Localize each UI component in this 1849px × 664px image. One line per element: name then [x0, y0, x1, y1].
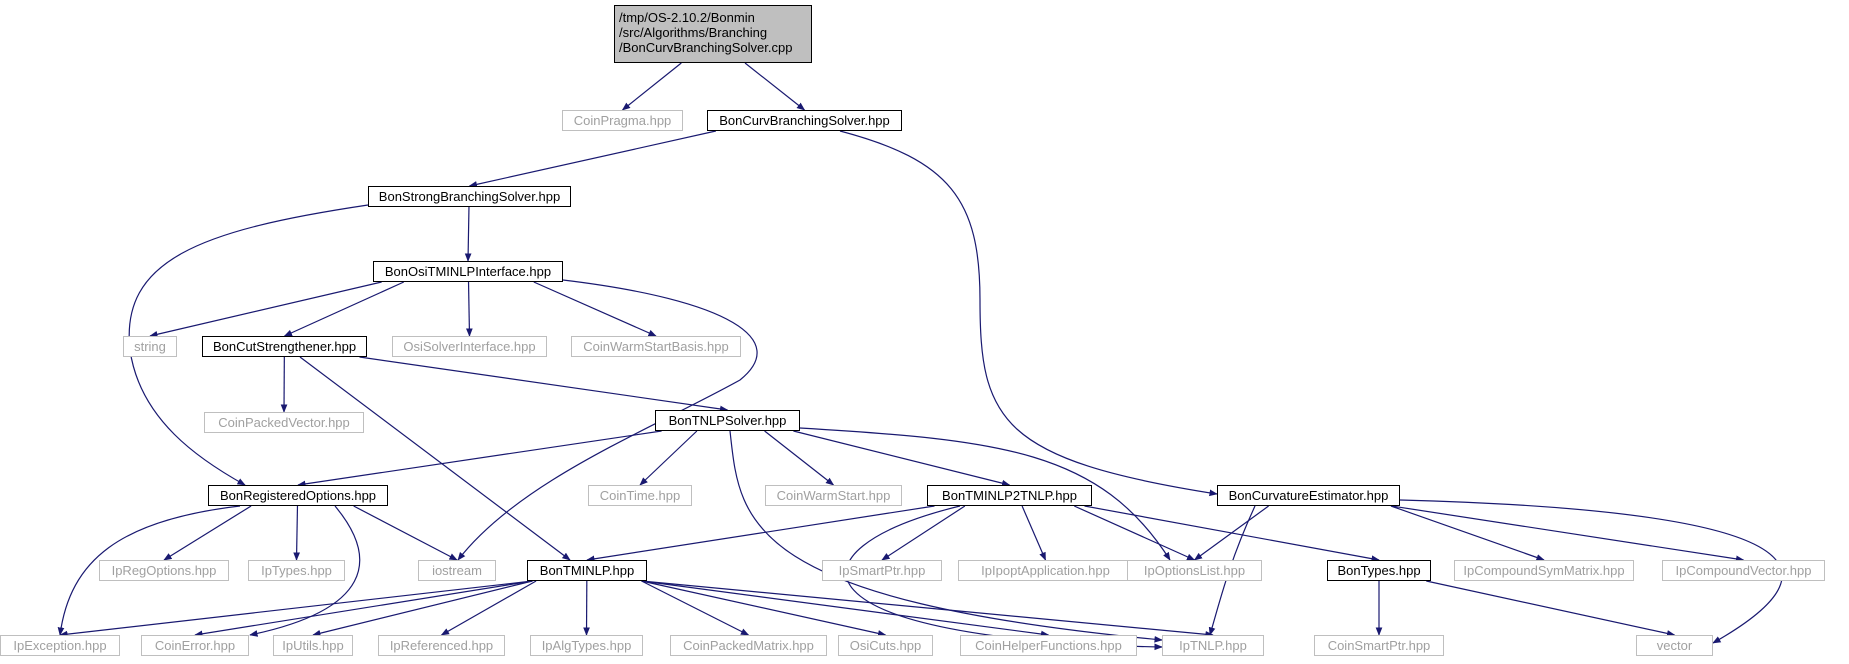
node-ipipoptapplication: IpIpoptApplication.hpp — [958, 560, 1133, 581]
node-osicuts: OsiCuts.hpp — [838, 635, 933, 656]
edge-bontminlp-to-ipreferenced — [440, 580, 537, 636]
node-ipcompoundvector: IpCompoundVector.hpp — [1662, 560, 1825, 581]
node-coinwarmstart: CoinWarmStart.hpp — [765, 485, 902, 506]
node-ipcompoundsymmatrix: IpCompoundSymMatrix.hpp — [1454, 560, 1634, 581]
edge-boncurvatureestimator-to-vector — [1399, 499, 1783, 644]
edge-bontminlp-to-ipexception — [59, 580, 533, 638]
edge-bonositmintlpinterface-to-boncutstrengthener — [283, 281, 405, 337]
edge-bonositmintlpinterface-to-osisolverinterface — [466, 281, 473, 337]
node-boncurvbranchingsolver[interactable]: BonCurvBranchingSolver.hpp — [707, 110, 902, 131]
edge-bonstrongbranchingsolver-to-bonregisteredoptions — [128, 204, 369, 486]
node-osisolverinterface: OsiSolverInterface.hpp — [392, 336, 547, 357]
node-coinpackedmatrix: CoinPackedMatrix.hpp — [670, 635, 827, 656]
edge-boncurvatureestimator-to-ipcompoundvector — [1391, 505, 1745, 563]
edge-bontnlpsolver-to-coinwarmstart — [764, 430, 835, 486]
node-coinpackedvector: CoinPackedVector.hpp — [204, 412, 364, 433]
node-ipalgtypes: IpAlgTypes.hpp — [530, 635, 643, 656]
edge-bontnlpsolver-to-cointime — [639, 430, 698, 486]
edge-bontnlpsolver-to-bontminlp2tnlp — [793, 430, 1011, 487]
node-bontypes[interactable]: BonTypes.hpp — [1327, 560, 1431, 581]
node-vector: vector — [1636, 635, 1713, 656]
edge-boncurvbranchingsolver-to-bonstrongbranchingsolver — [468, 130, 716, 188]
edge-boncurvbranchingsolver-to-boncurvatureestimator — [839, 130, 1218, 497]
node-boncutstrengthener[interactable]: BonCutStrengthener.hpp — [202, 336, 367, 357]
edge-bontminlp2tnlp-to-bontminlp — [586, 505, 935, 563]
node-coinhelperfunctions: CoinHelperFunctions.hpp — [960, 635, 1137, 656]
node-string: string — [123, 336, 177, 357]
edge-bontypes-to-vector — [1426, 580, 1676, 637]
node-bontnlpsolver[interactable]: BonTNLPSolver.hpp — [655, 410, 800, 431]
edge-boncurvatureestimator-to-ipcompoundsymmatrix — [1390, 505, 1545, 561]
node-ipexception: IpException.hpp — [0, 635, 120, 656]
edge-bontminlp2tnlp-to-ipsmartptr — [881, 505, 966, 561]
edge-root-to-coinpragma — [621, 62, 682, 111]
edge-bontminlp-to-iptnlp — [641, 580, 1214, 638]
edge-bonregisteredoptions-to-iostream — [353, 505, 458, 561]
node-bontminlp[interactable]: BonTMINLP.hpp — [527, 560, 647, 581]
edge-bontnlpsolver-to-ipoptionslist — [799, 427, 1171, 561]
edge-bonstrongbranchingsolver-to-bonositmintlpinterface — [464, 206, 472, 262]
edge-bontminlp-to-coinpackedmatrix — [641, 580, 750, 636]
node-cointime: CoinTime.hpp — [588, 485, 692, 506]
edge-bontminlp-to-osicuts — [641, 580, 887, 637]
node-iptnlp: IpTNLP.hpp — [1162, 635, 1264, 656]
edge-boncurvatureestimator-to-ipoptionslist — [1193, 505, 1269, 561]
edge-root-to-boncurvbranchingsolver — [744, 62, 806, 111]
node-ipregoptions: IpRegOptions.hpp — [99, 560, 229, 581]
edge-boncutstrengthener-to-bontminlp — [299, 356, 571, 561]
edge-bonregisteredoptions-to-ipregoptions — [163, 505, 252, 561]
node-iptypes: IpTypes.hpp — [248, 560, 345, 581]
node-ipreferenced: IpReferenced.hpp — [378, 635, 505, 656]
edge-bontnlpsolver-to-bonregisteredoptions — [297, 430, 662, 488]
node-coinsmartptr: CoinSmartPtr.hpp — [1314, 635, 1444, 656]
edge-bonositmintlpinterface-to-coinwarmstartbasis — [533, 281, 657, 337]
edge-bontminlp-to-iputils — [312, 580, 533, 637]
edge-bontminlp2tnlp-to-ipoptionslist — [1074, 505, 1196, 561]
node-bonregisteredoptions[interactable]: BonRegisteredOptions.hpp — [208, 485, 388, 506]
node-root-file[interactable]: /tmp/OS-2.10.2/Bonmin /src/Algorithms/Br… — [614, 5, 812, 63]
edge-bontnlpsolver-to-iptnlp — [729, 430, 1163, 643]
edge-bontminlp-to-coinhelperfunctions — [641, 580, 1050, 638]
node-ipsmartptr: IpSmartPtr.hpp — [822, 560, 942, 581]
edge-bontminlp-to-coinerror — [194, 580, 533, 638]
node-bonositmintlpinterface[interactable]: BonOsiTMINLPInterface.hpp — [373, 261, 563, 282]
root-line-1: /tmp/OS-2.10.2/Bonmin — [619, 10, 755, 25]
node-iostream: iostream — [418, 560, 496, 581]
node-bontminlp2tnlp[interactable]: BonTMINLP2TNLP.hpp — [927, 485, 1092, 506]
edge-bonregisteredoptions-to-ipexception — [57, 505, 241, 636]
node-ipoptionslist: IpOptionsList.hpp — [1127, 560, 1262, 581]
root-line-3: /BonCurvBranchingSolver.cpp — [619, 40, 793, 55]
edge-bonositmintlpinterface-to-string — [149, 281, 382, 338]
node-coinerror: CoinError.hpp — [141, 635, 249, 656]
edge-bonregisteredoptions-to-coinerror — [249, 505, 361, 637]
edge-bontminlp2tnlp-to-ipipoptapplication — [1021, 505, 1047, 561]
node-coinpragma: CoinPragma.hpp — [562, 110, 683, 131]
edge-boncutstrengthener-to-bontnlpsolver — [359, 356, 729, 413]
edge-bonositmintlpinterface-to-iostream — [457, 279, 758, 561]
node-coinwarmstartbasis: CoinWarmStartBasis.hpp — [571, 336, 741, 357]
edge-bonregisteredoptions-to-iptypes — [293, 505, 300, 561]
root-line-2: /src/Algorithms/Branching — [619, 25, 768, 40]
node-bonstrongbranchingsolver[interactable]: BonStrongBranchingSolver.hpp — [368, 186, 571, 207]
node-boncurvatureestimator[interactable]: BonCurvatureEstimator.hpp — [1217, 485, 1400, 506]
node-iputils: IpUtils.hpp — [273, 635, 353, 656]
